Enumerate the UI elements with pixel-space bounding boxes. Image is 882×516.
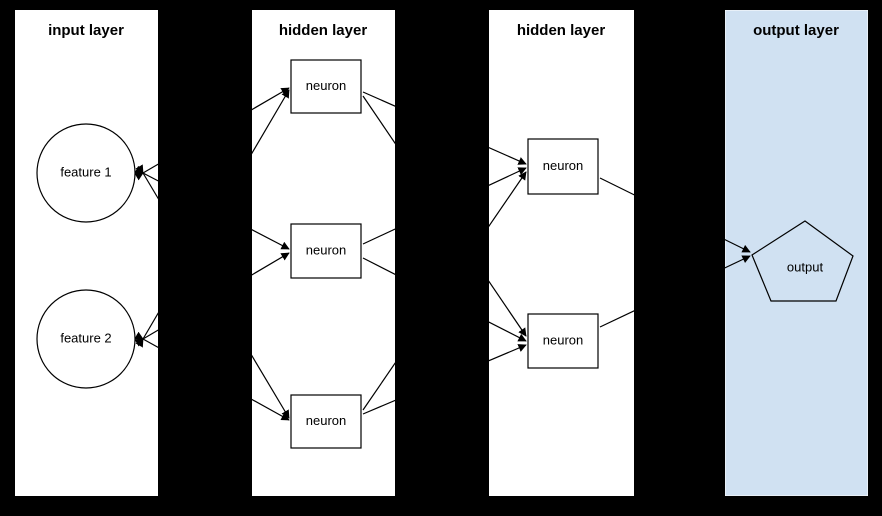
gutter-gap-left [0, 0, 15, 516]
node-group: feature 1 feature 2 neuron neuron neuron neur… [36, 59, 854, 449]
gutter-gap-top [0, 0, 882, 10]
node-label-hidden2-neuron-1: neuron [543, 158, 583, 173]
layer-title-group: input layer hidden layer hidden layer outpu… [48, 22, 839, 39]
node-label-hidden1-neuron-3: neuron [306, 413, 346, 428]
layer-panel-input-layer[interactable] [14, 9, 159, 497]
node-label-hidden1-neuron-2: neuron [306, 242, 346, 257]
gutter-gap-2 [395, 0, 489, 516]
layer-title-output-layer: output layer [753, 22, 839, 39]
node-shape-output-node[interactable] [751, 220, 854, 302]
node-shape-feature-1[interactable] [36, 123, 136, 223]
node-shape-feature-2[interactable] [36, 289, 136, 389]
node-shape-hidden1-neuron-2[interactable] [290, 223, 362, 279]
layer-panel-hidden-layer-2[interactable] [488, 9, 635, 497]
node-shape-hidden2-neuron-2[interactable] [527, 313, 599, 369]
layer-title-input-layer: input layer [48, 22, 124, 39]
node-label-output-node: output [787, 259, 824, 274]
gutter-gap-bottom [0, 496, 882, 516]
gutter-gap-1 [158, 0, 252, 516]
layer-title-hidden-layer-2: hidden layer [517, 22, 606, 39]
gutter-gap-3 [634, 0, 725, 516]
node-shape-hidden1-neuron-1[interactable] [290, 59, 362, 114]
node-label-feature-2: feature 2 [60, 330, 111, 345]
node-label-feature-1: feature 1 [60, 164, 111, 179]
layer-title-hidden-layer-1: hidden layer [279, 22, 368, 39]
node-label-hidden1-neuron-1: neuron [306, 78, 346, 93]
node-label-hidden2-neuron-2: neuron [543, 332, 583, 347]
node-shape-hidden1-neuron-3[interactable] [290, 394, 362, 449]
node-shape-hidden2-neuron-1[interactable] [527, 138, 599, 195]
gutter-gap-right [868, 0, 882, 516]
